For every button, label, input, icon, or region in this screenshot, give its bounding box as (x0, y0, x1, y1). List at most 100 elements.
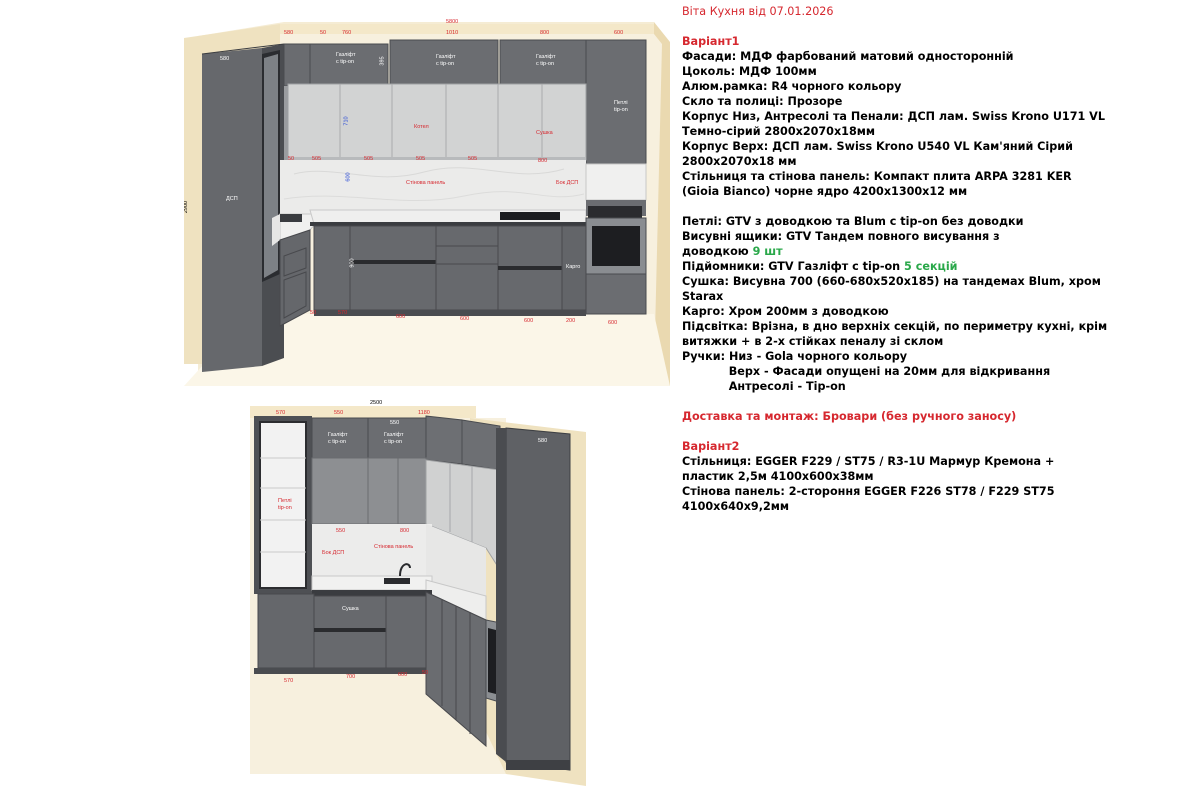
variant1-line: Корпус Низ, Антресолі та Пенали: ДСП лам… (682, 110, 1105, 123)
drawers-count: 9 шт (752, 245, 783, 258)
variant1-line: Алюм.рамка: R4 чорного кольору (682, 80, 902, 93)
variant2-line: Стільниця: EGGER F229 / ST75 / R3-1U Мар… (682, 455, 1055, 468)
dim-bottom-600-b: 600 (398, 672, 408, 678)
label-boiler: Котел (414, 124, 429, 130)
dryer-line-2: Starax (682, 290, 724, 303)
dryer-line-1: Сушка: Висувна 700 (660-680х520х185) на … (682, 275, 1101, 288)
cargo-line: Карго: Хром 200мм з доводкою (682, 305, 889, 318)
dim-580-pantry: 580 (538, 438, 548, 444)
variant2-line: 4100х640х9,2мм (682, 500, 790, 513)
hinges-line: Петлі: GTV з доводкою та Blum с tip-on б… (682, 215, 1024, 228)
variant1-line: Темно-сірий 2800х2070х18мм (682, 125, 876, 138)
label-side-dsp-top: Бок ДСП (556, 180, 579, 186)
dim-bottom-600-4: 600 (608, 320, 618, 326)
page-title: Віта Кухня від 07.01.2026 (682, 5, 834, 18)
dim-2500: 2500 (370, 400, 383, 406)
spec-panel: Віта Кухня від 07.01.2026 Варіант1 Фасад… (682, 4, 1194, 514)
kitchen-render-bottom-svg (250, 406, 586, 786)
dim-5800: 5800 (446, 19, 459, 25)
variant2-line: пластик 2,5м 4100х600х38мм (682, 470, 874, 483)
handles-line-3: Антресолі - Tip-on (682, 380, 846, 393)
dim-1010-top: 1010 (446, 30, 459, 36)
lifts-prefix: Підйомники: GTV Газліфт с tip-on (682, 260, 905, 273)
label-hinges-b: tip-on (614, 107, 628, 113)
variant2-line: Стінова панель: 2-стороння EGGER F226 ST… (682, 485, 1055, 498)
label-side-dsp-bottom: Бок ДСП (322, 550, 345, 556)
label-gaslift-b2-b: с tip-on (384, 439, 403, 445)
dim-mid-505-4: 505 (468, 156, 478, 162)
label-wall-panel-bottom: Стінова панель (374, 544, 414, 550)
variant1-heading: Варіант1 (682, 35, 740, 48)
variant2-heading: Варіант2 (682, 440, 740, 453)
height-2900: 2900 (184, 200, 190, 214)
label-hinges-a: Петлі (614, 100, 628, 106)
dim-600-top: 600 (614, 30, 624, 36)
dim-550-top: 550 (334, 410, 344, 416)
kitchen-render-bottom: 2500 570 550 1180 550 580 Газліфт с tip-… (250, 398, 586, 786)
dim-570-top: 570 (276, 410, 286, 416)
side-580: 580 (220, 56, 230, 62)
kitchen-render-top-svg (184, 22, 670, 386)
dim-bottom-570-b: 570 (284, 678, 294, 684)
label-gaslift-3-a: Газліфт (536, 54, 556, 60)
label-cargo: Карго (566, 264, 581, 270)
variant1-line: Цоколь: МДФ 100мм (682, 65, 817, 78)
label-hinges-b-a: Петлі (278, 498, 292, 504)
label-gaslift-b2-a: Газліфт (384, 432, 404, 438)
dim-bottom-570: 570 (338, 310, 348, 316)
handles-line-2: Верх - Фасади опущені на 20мм для відкри… (682, 365, 1051, 378)
label-dsp: ДСП (226, 196, 238, 202)
dim-580-top: 580 (284, 30, 294, 36)
label-hinges-b-b: tip-on (278, 505, 292, 511)
dim-bottom-50: 50 (310, 310, 317, 316)
label-gaslift-3-b: с tip-on (536, 61, 555, 67)
dim-mid-505-2: 505 (364, 156, 374, 162)
dim-bottom-600-2: 600 (460, 316, 470, 322)
dim-bottom-600-3: 600 (524, 318, 534, 324)
dim-mid-550: 550 (336, 528, 346, 534)
label-gaslift-1-a: Газліфт (336, 52, 356, 58)
label-dryer-top: Сушка (536, 130, 553, 136)
dim-800-top: 800 (540, 30, 550, 36)
dim-mid-505-1: 505 (312, 156, 322, 162)
variant1-line: 2800х2070х18 мм (682, 155, 797, 168)
dim-1180-top: 1180 (418, 410, 430, 416)
dim-mid-800-b: 800 (400, 528, 410, 534)
height-900-base: 900 (349, 258, 356, 268)
lighting-line-1: Підсвітка: Врізна, в дно верхніх секцій,… (682, 320, 1108, 333)
lighting-line-2: витяжки + в 2-х стійках пеналу зі склом (682, 335, 944, 348)
variant1-line: (Gioia Bianco) чорне ядро 4200х1300х12 м… (682, 185, 968, 198)
variant1-line: Скло та полиці: Прозоре (682, 95, 843, 108)
dim-550-antresol: 550 (390, 420, 400, 426)
drawers-prefix: доводкою (682, 245, 753, 258)
dim-50-top: 50 (320, 30, 327, 36)
variant1-line: Стільниця та стінова панель: Компакт пли… (682, 170, 1072, 183)
dim-mid-800: 800 (538, 158, 548, 164)
handles-line-1: Ручки: Низ - Gola чорного кольору (682, 350, 908, 363)
label-dryer-bottom: Сушка (342, 606, 359, 612)
dim-bottom-600-1: 600 (396, 314, 406, 320)
lifts-count: 5 секцій (904, 260, 958, 273)
label-gaslift-2-a: Газліфт (436, 54, 456, 60)
label-395: 395 (379, 56, 386, 66)
variant1-line: Корпус Верх: ДСП лам. Swiss Krono U540 V… (682, 140, 1073, 153)
label-gaslift-b1-b: с tip-on (328, 439, 347, 445)
drawers-line-1: Висувні ящики: GTV Тандем повного висува… (682, 230, 1000, 243)
height-600-backsplash: 600 (345, 172, 352, 182)
label-wall-panel-top: Стінова панель (406, 180, 446, 186)
dim-mid-505-3: 505 (416, 156, 426, 162)
height-710: 710 (343, 116, 350, 126)
lifts-line: Підйомники: GTV Газліфт с tip-on 5 секці… (682, 259, 1194, 274)
drawers-line-2: доводкою 9 шт (682, 244, 1194, 259)
dim-bottom-50-b: 50 (422, 670, 429, 676)
dim-bottom-700-b: 700 (346, 674, 356, 680)
dim-mid-50: 50 (288, 156, 295, 162)
kitchen-render-top: 5800 580 50 760 1010 800 600 580 2900 ДС… (184, 14, 670, 386)
label-gaslift-b1-a: Газліфт (328, 432, 348, 438)
label-gaslift-2-b: с tip-on (436, 61, 455, 67)
dim-760-top: 760 (342, 30, 352, 36)
label-gaslift-1-b: с tip-on (336, 59, 355, 65)
delivery-line: Доставка та монтаж: Бровари (без ручного… (682, 410, 1017, 423)
variant1-line: Фасади: МДФ фарбований матовий односторо… (682, 50, 1014, 63)
dim-bottom-200: 200 (566, 318, 576, 324)
